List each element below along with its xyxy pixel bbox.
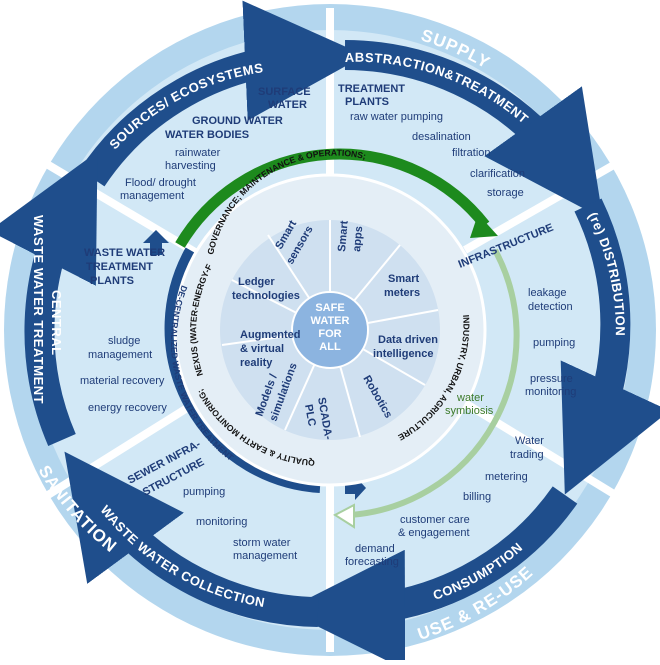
sludge-management-label: management [88,349,152,361]
decentralized-band [164,247,321,493]
smart-apps-label-2: apps [351,226,365,253]
collection-monitoring: monitoring [196,516,247,528]
smart-meters-label-2: meters [384,287,420,299]
storm-water-management: management [233,550,297,562]
forecasting-label: forecasting [345,556,399,568]
water-symbiosis-label: water [456,392,484,404]
flood-management-label: management [120,190,184,202]
center-all: ALL [319,341,341,353]
reality-label: reality [240,357,273,369]
raw-water-pumping: raw water pumping [350,111,443,123]
filtration: filtration [452,147,491,159]
sludge-label: sludge [108,335,140,347]
surface-water-label-2: WATER [268,99,307,111]
demand-label: demand [355,543,395,555]
leakage-label: leakage [528,287,567,299]
water-symbiosis-label-2: symbiosis [445,405,494,417]
treatment-plants-label: TREATMENT [338,83,405,95]
water-trading-label: Water [515,435,544,447]
collection-band-arrow [64,451,319,627]
material-recovery-label: material recovery [80,375,165,387]
center-hub [291,291,369,369]
abstraction-band-arrow [344,40,603,219]
harvesting-label: harvesting [165,160,216,172]
leakage-detection-label: detection [528,301,573,313]
desalination: desalination [412,131,471,143]
flood-label: Flood/ drought [125,177,196,189]
center-safe: SAFE [315,302,344,314]
intelligence-label: intelligence [373,348,434,360]
light-green-arrow-head [333,503,355,529]
plc-label: PLC [302,403,318,427]
consumption-band-arrow [285,486,578,665]
water-trading-label-2: trading [510,449,544,461]
technologies-label: technologies [232,290,300,302]
virtual-label: & virtual [240,343,284,355]
green-arrow-head [470,214,498,238]
center-for: FOR [318,328,341,340]
data-driven-label: Data driven [378,334,438,346]
engagement-label: & engagement [398,527,470,539]
sources-band-arrow [79,0,365,187]
surface-water-label: SURFACE [258,86,311,98]
up-arrow-icon [143,230,169,255]
clarification: clarification [470,168,525,180]
distribution-band-arrow [560,198,660,495]
storm-water-label: storm water [233,537,291,549]
ground-water-label: GROUND WATER [192,115,283,127]
storage: storage [487,187,524,199]
treatment-plants-label-2: PLANTS [345,96,389,108]
pressure-label: pressure [530,373,573,385]
green-arc-arrow [175,148,490,248]
central-band-label-1: CENTRAL [49,290,64,356]
billing-label: billing [463,491,491,503]
central-band-label-2: WASTE WATER TREATMENT [31,215,46,404]
ledger-label: Ledger [238,276,275,288]
customer-care-label: customer care [400,514,470,526]
ww-plants-label: WASTE WATER [84,247,165,259]
energy-recovery-label: energy recovery [88,402,167,414]
central-band-arrow [0,151,98,446]
pressure-monitoring-label: monitoring [525,386,576,398]
metering-label: metering [485,471,528,483]
smart-apps-label: Smart [336,220,351,252]
distribution-pumping: pumping [533,337,575,349]
ww-plants-label-3: PLANTS [90,275,134,287]
collection-pumping: pumping [183,486,225,498]
center-water: WATER [311,315,350,327]
rainwater-label: rainwater [175,147,221,159]
light-green-arc-arrow [349,248,520,518]
water-bodies-label: WATER BODIES [165,129,249,141]
smart-meters-label: Smart [388,273,420,285]
ww-plants-label-2: TREATMENT [86,261,153,273]
augmented-label: Augmented [240,329,301,341]
